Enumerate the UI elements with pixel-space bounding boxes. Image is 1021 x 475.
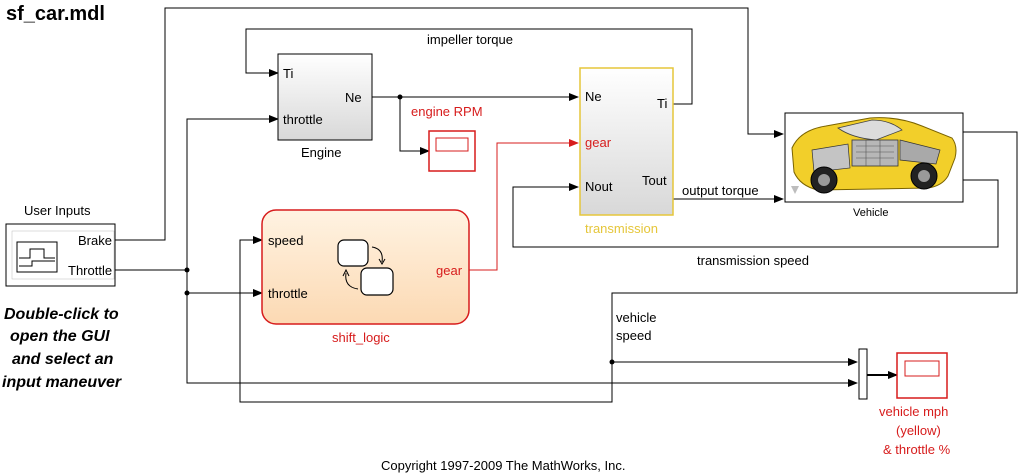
signal-label-impeller-torque: impeller torque [427, 32, 513, 47]
shift-logic-port-gear: gear [436, 263, 463, 278]
wire-speed-to-shiftlogic[interactable] [239, 236, 613, 403]
shift-logic-port-throttle: throttle [268, 286, 308, 301]
wire-throttle-to-mux[interactable] [186, 293, 858, 387]
model-title: sf_car.mdl [6, 3, 105, 25]
branch-point [609, 359, 615, 365]
mux-box[interactable] [858, 348, 868, 400]
wire-ne-to-rpm-scope[interactable] [399, 97, 430, 155]
car-cutaway-icon [791, 117, 957, 194]
engine-label: Engine [301, 145, 341, 160]
mph-scope-label: vehicle mph [879, 404, 948, 419]
signal-label-transmission-speed: transmission speed [697, 253, 809, 268]
mux-block[interactable] [858, 348, 868, 400]
branch-point [184, 267, 190, 273]
wires [115, 7, 1018, 403]
stateflow-chart-icon [337, 239, 394, 296]
vehicle-mph-scope[interactable]: vehicle mph (yellow) & throttle % [879, 352, 951, 457]
transmission-label: transmission [585, 221, 658, 236]
vehicle-block[interactable]: Vehicle [784, 112, 964, 219]
transmission-port-ti: Ti [657, 96, 667, 111]
transmission-box[interactable] [579, 67, 674, 216]
engine-rpm-label: engine RPM [411, 104, 483, 119]
wire-throttle-to-shiftlogic[interactable] [186, 270, 263, 297]
mph-scope-label: (yellow) [896, 423, 941, 438]
signal-label-vehicle-speed: vehicle [616, 310, 656, 325]
engine-box[interactable] [277, 53, 373, 141]
signal-builder-icon [16, 241, 58, 273]
scope-screen-icon [435, 137, 469, 152]
shift-logic-block[interactable]: speed throttle gear shift_logic [261, 209, 470, 345]
user-inputs-title: User Inputs [24, 203, 91, 218]
shift-logic-label: shift_logic [332, 330, 390, 345]
shift-logic-box[interactable] [261, 209, 470, 325]
branch-point [397, 94, 403, 100]
wire-throttle-to-engine[interactable] [186, 115, 279, 270]
transmission-port-nout: Nout [585, 179, 613, 194]
instruction-line: open the GUI [10, 328, 110, 345]
transmission-port-gear: gear [585, 135, 612, 150]
engine-port-ne: Ne [345, 90, 362, 105]
shift-logic-port-speed: speed [268, 233, 303, 248]
engine-rpm-scope[interactable]: engine RPM [411, 104, 483, 172]
instruction-line: and select an [12, 351, 114, 368]
instruction-line: input maneuver [2, 374, 122, 391]
port-brake-label: Brake [78, 233, 112, 248]
transmission-port-tout: Tout [642, 173, 667, 188]
user-inputs-block[interactable]: User Inputs Brake Throttle [5, 203, 116, 287]
transmission-port-ne: Ne [585, 89, 602, 104]
wire-impeller-torque[interactable] [245, 28, 693, 105]
instructions-note: Double-click to open the GUI and select … [2, 306, 122, 391]
mph-scope-label: & throttle % [883, 442, 951, 457]
transmission-block[interactable]: Ne gear Nout Ti Tout transmission [579, 67, 674, 236]
engine-port-throttle: throttle [283, 112, 323, 127]
wire-gear[interactable] [469, 139, 579, 271]
signal-label-vehicle-speed: speed [616, 328, 651, 343]
engine-port-ti: Ti [283, 66, 293, 81]
instruction-line: Double-click to [4, 306, 119, 323]
wire-brake-to-vehicle[interactable] [115, 7, 784, 241]
wire-transmission-speed[interactable] [512, 179, 999, 248]
wire-vehicle-speed[interactable] [611, 131, 1018, 366]
engine-block[interactable]: Ti throttle Ne Engine [277, 53, 373, 160]
branch-point [184, 290, 190, 296]
scope-screen-icon [904, 360, 940, 377]
signal-label-output-torque: output torque [682, 183, 759, 198]
copyright-text: Copyright 1997-2009 The MathWorks, Inc. [381, 458, 625, 473]
port-throttle-label: Throttle [68, 263, 112, 278]
vehicle-label: Vehicle [853, 207, 888, 219]
